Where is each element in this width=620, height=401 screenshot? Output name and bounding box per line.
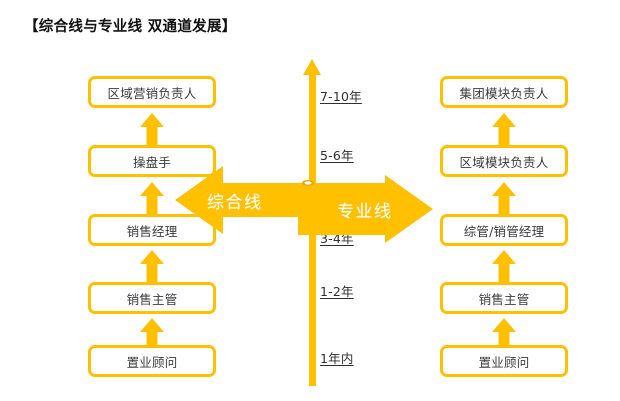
right-node-4[interactable]: 置业顾问	[440, 345, 568, 377]
left-arrow-up-3	[138, 318, 166, 350]
timeline-label-4: 1年内	[320, 351, 354, 366]
right-node-1[interactable]: 区域模块负责人	[440, 145, 568, 177]
right-arrow-up-1	[490, 182, 518, 215]
right-node-2[interactable]: 综管/销管经理	[440, 214, 568, 246]
arrow-shaft	[498, 126, 510, 146]
left-banner-label: 综合线	[207, 193, 263, 213]
arrowhead-icon	[140, 182, 164, 196]
arrow-shaft	[498, 331, 510, 350]
left-banner-arrow[interactable]	[175, 166, 310, 234]
right-arrow-up-0	[490, 113, 518, 146]
right-arrow-up-2	[490, 250, 518, 283]
right-node-0[interactable]: 集团模块负责人	[440, 76, 568, 108]
right-banner-arrow[interactable]	[298, 175, 433, 243]
arrow-shaft	[146, 263, 158, 283]
left-node-1[interactable]: 操盘手	[88, 145, 216, 177]
arrow-shaft	[146, 195, 158, 215]
left-node-2[interactable]: 销售经理	[88, 214, 216, 246]
left-node-3[interactable]: 销售主管	[88, 282, 216, 314]
arrow-shaft	[146, 126, 158, 146]
arrowhead-icon	[492, 182, 516, 196]
left-arrow-up-0	[138, 113, 166, 146]
left-node-4[interactable]: 置业顾问	[88, 345, 216, 377]
arrowhead-icon	[492, 250, 516, 264]
arrowhead-icon	[140, 113, 164, 127]
left-arrow-up-2	[138, 250, 166, 283]
right-banner-label: 专业线	[337, 202, 393, 222]
left-arrow-shape-icon	[175, 166, 310, 234]
arrow-shaft	[498, 263, 510, 283]
arrow-shaft	[498, 195, 510, 215]
timeline-arrowhead-icon	[303, 59, 321, 75]
left-node-0[interactable]: 区域营销负责人	[88, 76, 216, 108]
arrowhead-icon	[140, 250, 164, 264]
timeline-label-0: 7-10年	[320, 89, 362, 104]
right-arrow-shape-icon	[298, 175, 433, 243]
timeline-label-3: 1-2年	[320, 284, 354, 299]
right-arrow-up-3	[490, 318, 518, 350]
left-arrow-up-1	[138, 182, 166, 215]
arrowhead-icon	[492, 113, 516, 127]
right-node-3[interactable]: 销售主管	[440, 282, 568, 314]
arrow-shaft	[146, 331, 158, 350]
arrowhead-icon	[492, 318, 516, 332]
arrowhead-icon	[140, 318, 164, 332]
timeline-label-1: 5-6年	[320, 148, 354, 163]
page-title: 【综合线与专业线 双通道发展】	[24, 19, 237, 35]
